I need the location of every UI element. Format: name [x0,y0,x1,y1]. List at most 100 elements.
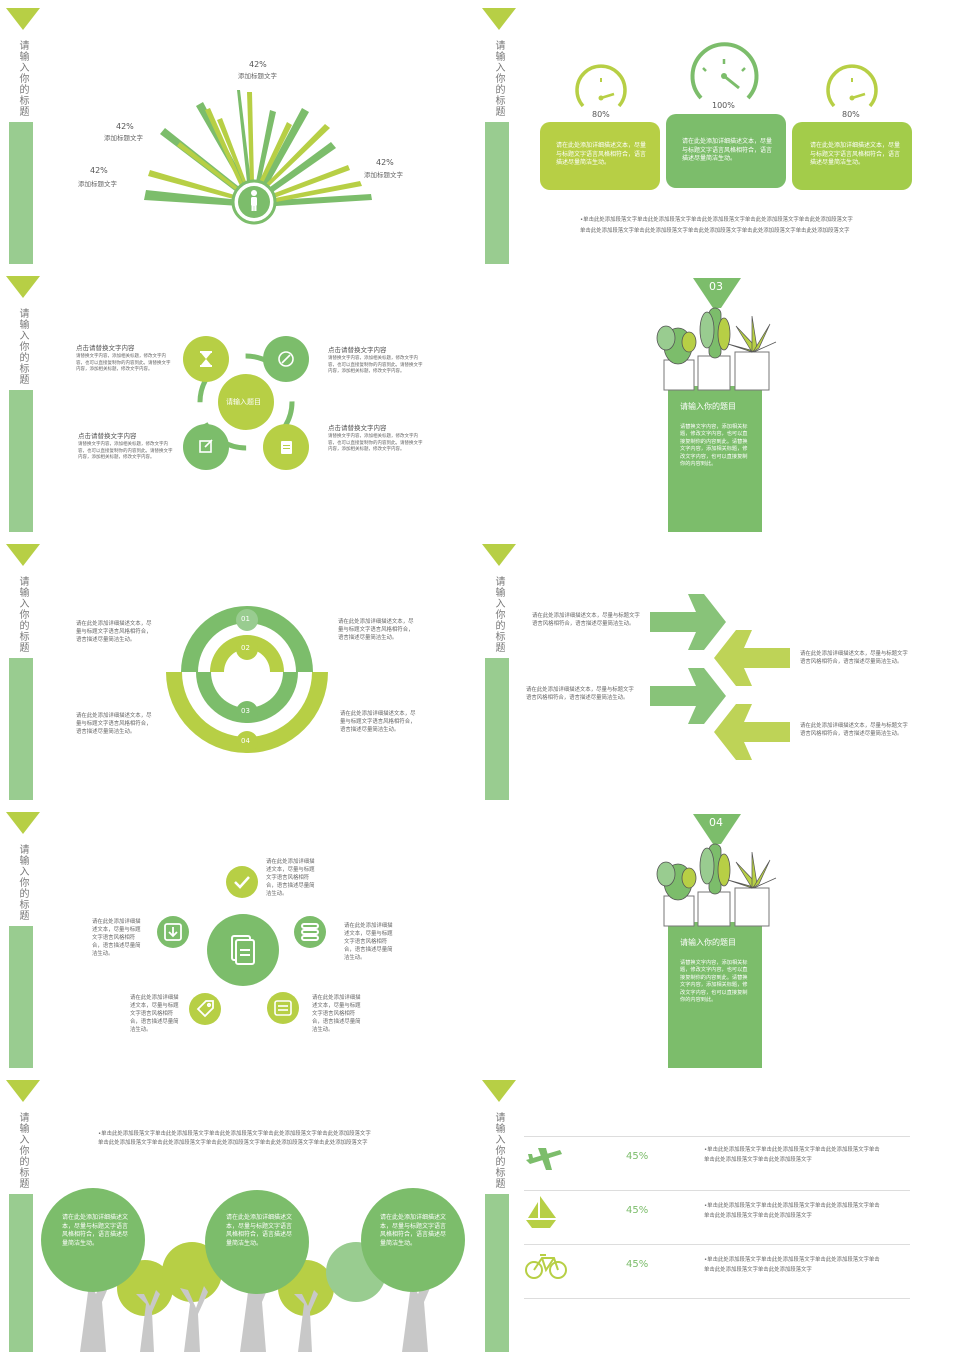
label-text: 添加标题文字 [364,171,403,179]
block-head: 点击请替换文字内容 [76,344,135,352]
slide-title: 请输入你的标题 [17,308,28,385]
slide-5: 请输入你的标题 01 02 03 04 请在此处添加详细描述文本，尽量与标题文字… [0,536,474,800]
block-body: 请替换文字内容，添加相关标题，修改文字内容，也可以直接复制你的内容到此。请替换文… [328,356,423,374]
step-number: 02 [241,644,250,652]
row-pct: 45% [626,1259,649,1270]
slide-6: 请输入你的标题 请在此处添加详细描述文本，尽量与标题文字语言风格相符合，语言描述… [476,536,950,800]
hourglass-icon [200,351,212,367]
gauge-pct: 80% [842,110,860,119]
gauge-text: 请在此处添加详细描述文本，尽量与标题文字语言风格相符合，语言描述尽量简洁生动。 [810,142,901,166]
tree-text: 请在此处添加详细描述文本，尽量与标题文字语言风格相符合，语言描述尽量简洁生动。 [226,1214,293,1247]
plant-illustration [656,814,777,1068]
section-body: 请替换文字内容，添加相关标题，修改文字内容，也可以直接复制你的内容到此。请替换文… [680,424,748,468]
sidebar-bar [9,926,33,1068]
pencil-icon [278,351,294,367]
row-text: •单击此处添加段落文字单击此处添加段落文字单击此处添加段落文字单击 [704,1203,880,1209]
divider [524,1298,910,1299]
step-number: 03 [241,707,250,715]
slide-9: 请输入你的标题 •单击此处添加段落文字单击此处添加段落文字单击此处添加段落文字单… [0,1072,474,1352]
trees-illustration [41,1188,465,1352]
gauge-pct: 100% [712,101,735,110]
block-head: 点击请替换文字内容 [328,424,387,432]
sidebar-bar [9,122,33,264]
document-icon [231,935,255,965]
section-number: 04 [709,816,723,829]
sidebar-bar [9,1194,33,1352]
step-number: 01 [241,615,250,623]
slide-title: 请输入你的标题 [17,576,28,653]
corner-triangle [482,1080,516,1102]
step-number: 04 [241,737,250,745]
slide-3: 请输入你的标题 请输入题目 点击请替换文字内容 请替换文字内容，添加相关标题，修… [0,268,474,532]
sidebar-bar [485,658,509,800]
step-text: 请在此处添加详细描述文本，尽量与标题文字语言风格相符合，语言描述尽量简洁生动。 [76,621,152,643]
slide-4: 03 请输入你的题目 请替换文字内容，添加相关标题，修改文字内容，也可以直接复制… [476,268,950,532]
footer-line: •单击此处添加段落文字单击此处添加段落文字单击此处添加段落文字单击此处添加段落文… [580,217,853,223]
step-text: 请在此处添加详细描述文本，尽量与标题文字语言风格相符合，语言描述尽量简洁生动。 [338,619,414,641]
tag-icon [196,1000,214,1018]
bicycle-icon [525,1254,567,1279]
airplane-icon [526,1148,562,1170]
corner-triangle [482,8,516,30]
sidebar-bar [485,122,509,264]
row-text: •单击此处添加段落文字单击此处添加段落文字单击此处添加段落文字单击 [704,1257,880,1263]
step-text: 请在此处添加详细描述文本，尽量与标题文字语言风格相符合，语言描述尽量简洁生动。 [76,713,152,735]
header-line: •单击此处添加段落文字单击此处添加段落文字单击此处添加段落文字单击此处添加段落文… [98,1131,371,1137]
slide-title: 请输入你的标题 [17,844,28,921]
corner-triangle [6,1080,40,1102]
download-icon [164,923,182,941]
hub-text: 请在此处添加详细描述文本，尽量与标题文字语言风格相符合，语言描述尽量简洁生动。 [344,923,393,961]
row-text: 单击此处添加段落文字单击此处添加段落文字 [704,1157,812,1163]
corner-triangle [6,812,40,834]
gauge-text: 请在此处添加详细描述文本，尽量与标题文字语言风格相符合，语言描述尽量简洁生动。 [556,142,647,166]
slide-10: 请输入你的标题 45% 45% 45% •单击此处添加段落文字单击此处添加段落文… [476,1072,950,1352]
hub-text: 请在此处添加详细描述文本，尽量与标题文字语言风格相符合，语言描述尽量简洁生动。 [266,859,315,897]
tree-text: 请在此处添加详细描述文本，尽量与标题文字语言风格相符合，语言描述尽量简洁生动。 [62,1214,129,1247]
corner-triangle [6,544,40,566]
person-icon [251,190,257,211]
cycle-diagram [183,336,309,470]
corner-triangle [482,544,516,566]
slide-7: 请输入你的标题 请在此处添加详细描述文本，尽量与标题文字语言风格相符合，语言描述… [0,804,474,1068]
slide-2: 请输入你的标题 80% 100% 80% 请在此处添加详细描述文本，尽量与标题文… [476,0,950,264]
slide-title: 请输入你的标题 [493,576,504,653]
concentric-diagram [166,606,328,753]
section-number: 03 [709,280,723,293]
corner-triangle [6,276,40,298]
arrow-text: 请在此处添加详细描述文本，尽量与标题文字语言风格相符合，语言描述尽量简洁生动。 [532,613,640,627]
chart-card-icon [274,1000,292,1016]
section-body: 请替换文字内容，添加相关标题，修改文字内容，也可以直接复制你的内容到此。请替换文… [680,960,748,1004]
hub-text: 请在此处添加详细描述文本，尽量与标题文字语言风格相符合，语言描述尽量简洁生动。 [130,995,179,1033]
slide-1: 请输入你的标题 [0,0,474,264]
step-text: 请在此处添加详细描述文本，尽量与标题文字语言风格相符合，语言描述尽量简洁生动。 [340,711,416,733]
slide-title: 请输入你的标题 [17,40,28,117]
block-body: 请替换文字内容，添加相关标题，修改文字内容，也可以直接复制你的内容到此。请替换文… [76,354,171,372]
notepad-icon [281,441,292,454]
row-pct: 45% [626,1151,649,1162]
section-title: 请输入你的题目 [680,938,736,947]
row-text: 单击此处添加段落文字单击此处添加段落文字 [704,1213,812,1219]
gauge-text: 请在此处添加详细描述文本，尽量与标题文字语言风格相符合，语言描述尽量简洁生动。 [682,138,773,162]
label-pct: 42% [90,166,108,175]
block-head: 点击请替换文字内容 [78,432,137,440]
sidebar-bar [485,1194,509,1352]
block-body: 请替换文字内容，添加相关标题，修改文字内容，也可以直接复制你的内容到此。请替换文… [78,442,173,460]
slide-title: 请输入你的标题 [493,1112,504,1189]
block-body: 请替换文字内容，添加相关标题，修改文字内容，也可以直接复制你的内容到此。请替换文… [328,434,423,452]
divider [524,1244,910,1245]
label-text: 添加标题文字 [104,134,143,142]
row-pct: 45% [626,1205,649,1216]
arrows-diagram [650,594,790,760]
label-pct: 42% [249,60,267,69]
block-head: 点击请替换文字内容 [328,346,387,354]
corner-triangle [6,8,40,30]
gauge-icon [690,42,759,100]
section-title: 请输入你的题目 [680,402,736,411]
divider [524,1136,910,1137]
plant-illustration [656,278,777,532]
sidebar-bar [9,390,33,532]
row-text: •单击此处添加段落文字单击此处添加段落文字单击此处添加段落文字单击 [704,1147,880,1153]
row-text: 单击此处添加段落文字单击此处添加段落文字 [704,1267,812,1273]
hub-text: 请在此处添加详细描述文本，尽量与标题文字语言风格相符合，语言描述尽量简洁生动。 [92,919,141,957]
divider [524,1190,910,1191]
